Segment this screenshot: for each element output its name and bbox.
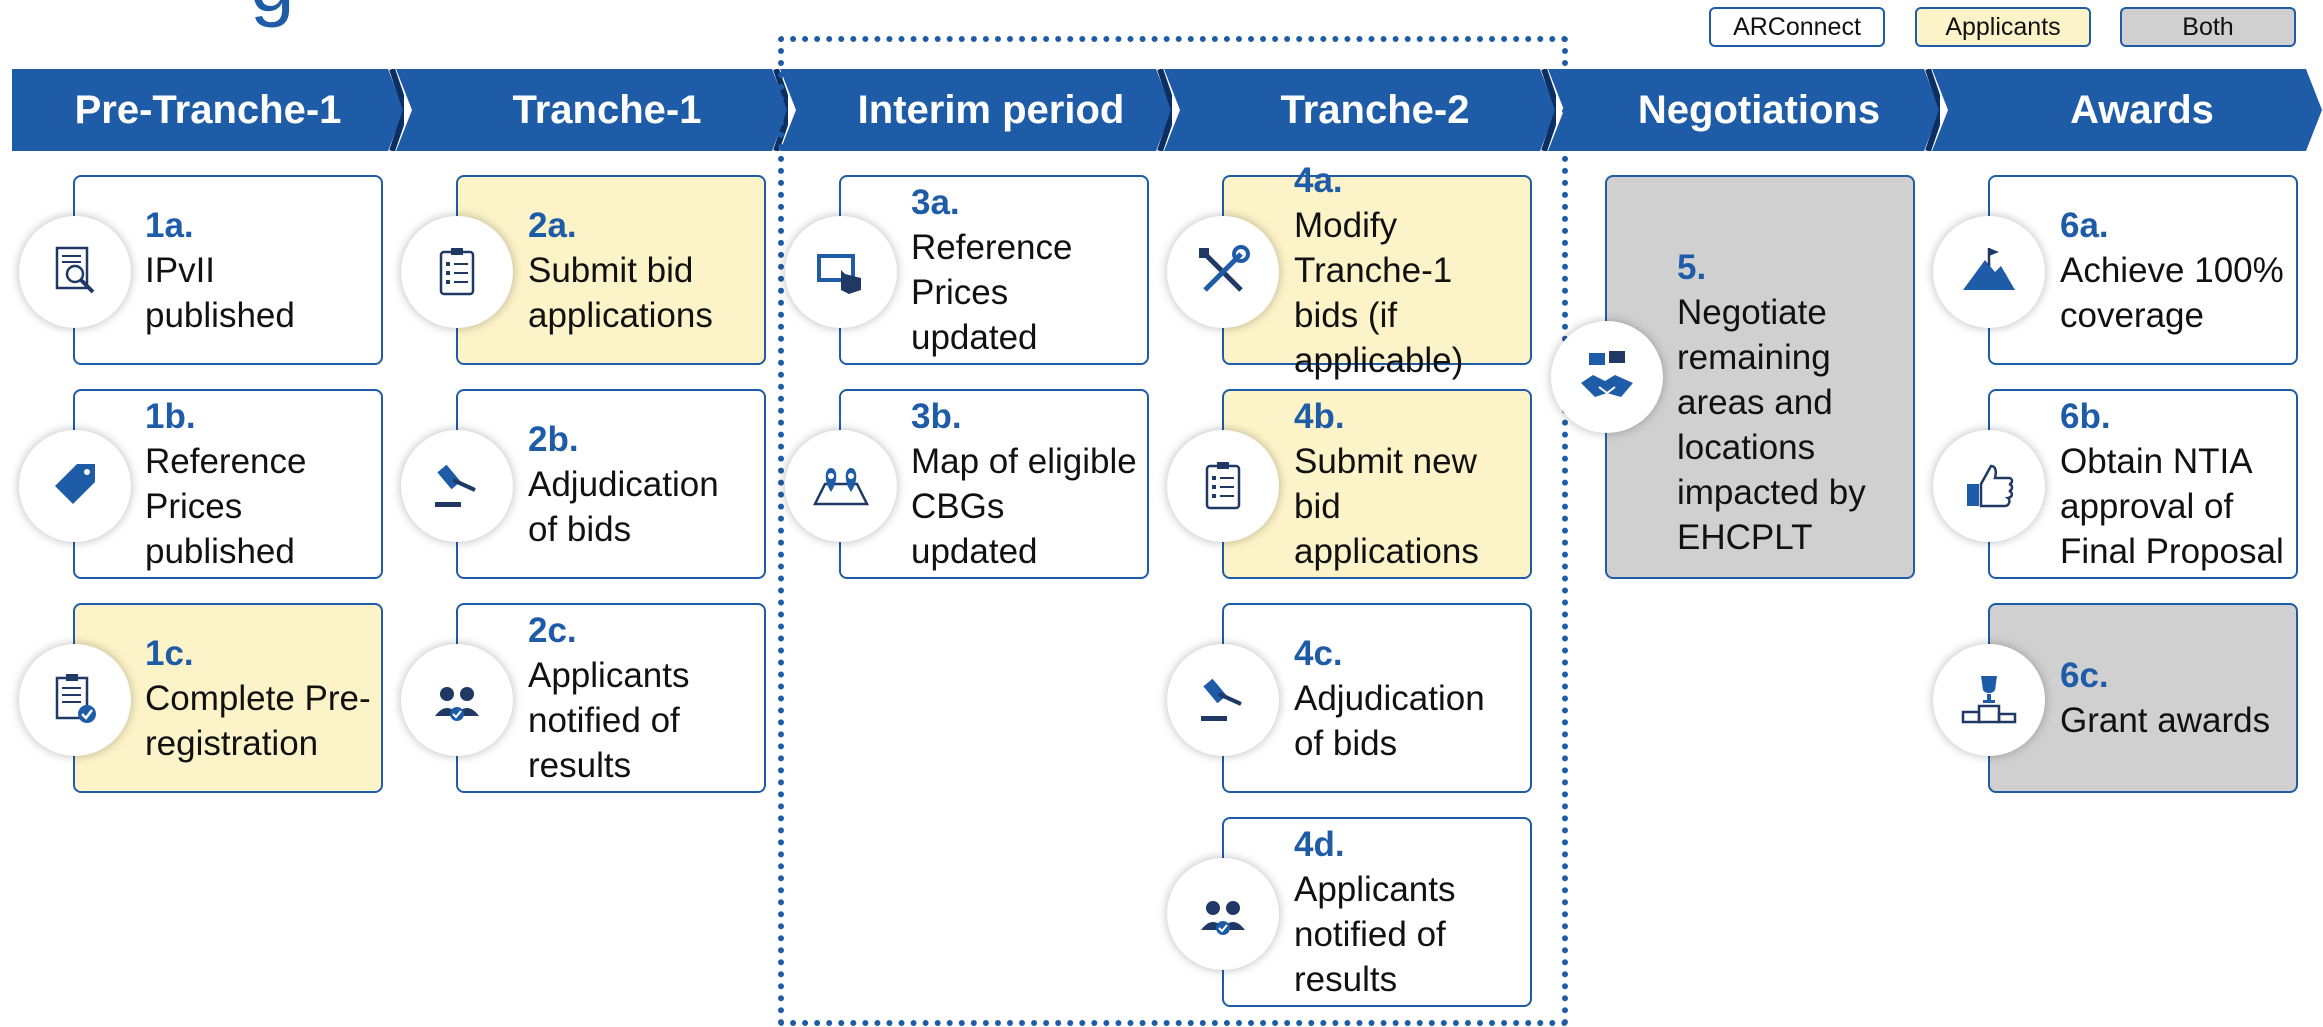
step-number: 6b. [2060,397,2111,436]
gavel-icon [1167,644,1279,756]
thumbs-up-icon [1933,430,2045,542]
step-text: 6b. Obtain NTIA approval of Final Propos… [2060,391,2288,577]
legend-applicants: Applicants [1915,7,2091,47]
step-card-2b: 2b. Adjudication of bids [456,389,766,579]
phase-label: Awards [2070,87,2214,132]
step-description: Applicants notified of results [1294,870,1456,999]
step-number: 1b. [145,397,196,436]
step-text: 4c. Adjudication of bids [1294,605,1522,791]
map-pin-icon [785,430,897,542]
step-card-1a: 1a. IPvII published [73,175,383,365]
podium-trophy-icon [1933,644,2045,756]
chevron-shape [780,69,1172,151]
step-number: 4b. [1294,397,1345,436]
phase-label: Tranche-2 [1280,87,1470,132]
step-text: 4a. Modify Tranche-1 bids (if applicable… [1294,161,1522,380]
step-description: Map of eligible CBGs updated [911,442,1137,571]
phase-negotiations: Negotiations [1548,69,1940,151]
step-card-1c: 1c. Complete Pre-registration [73,603,383,793]
gavel-icon [401,430,513,542]
step-number: 2c. [528,611,577,650]
document-search-icon [19,216,131,328]
step-number: 2b. [528,419,579,459]
step-text: 1b. Reference Prices published [145,391,373,577]
clipboard-list-icon [1167,430,1279,542]
phase-label: Tranche-1 [512,87,702,132]
step-text: 2a. Submit bid applications [528,177,756,363]
step-number: 2a. [528,205,577,245]
step-description: Grant awards [2060,701,2271,740]
step-number: 3b. [911,397,962,436]
step-description: Reference Prices updated [911,228,1073,357]
price-tag-icon [19,430,131,542]
chevron-shape [1932,69,2322,151]
phase-tranche-2: Tranche-2 [1164,69,1556,151]
phase-label: Pre-Tranche-1 [74,87,342,132]
step-description: Submit bid applications [528,250,713,335]
step-number: 4c. [1294,633,1343,673]
chevron-shape [1548,69,1940,151]
step-number: 1a. [145,205,194,245]
step-text: 3a. Reference Prices updated [911,177,1139,363]
step-card-1b: 1b. Reference Prices published [73,389,383,579]
tools-icon [1167,216,1279,328]
legend-arconnect: ARConnect [1709,7,1885,47]
clipboard-list-icon [401,216,513,328]
step-number: 4a. [1294,160,1343,200]
legend-both: Both [2120,7,2296,47]
step-number: 6a. [2060,205,2109,245]
phase-label: Negotiations [1637,87,1881,132]
touch-screen-icon [785,216,897,328]
step-card-2a: 2a. Submit bid applications [456,175,766,365]
mountain-flag-icon [1933,216,2045,328]
chevron-shape [1164,69,1556,151]
chevron-shape [12,69,404,151]
phase-awards: Awards [1932,69,2322,151]
step-description: IPvII published [145,250,295,335]
handshake-icon [1551,321,1663,433]
step-description: Complete Pre-registration [145,678,371,763]
step-number: 5. [1677,248,1707,287]
step-description: Negotiate remaining areas and locations … [1677,293,1866,557]
step-text: 1c. Complete Pre-registration [145,605,373,791]
step-card-2c: 2c. Applicants notified of results [456,603,766,793]
phase-tranche-1: Tranche-1 [396,69,788,151]
step-card-5: 5. Negotiate remaining areas and locatio… [1605,175,1915,579]
step-text: 5. Negotiate remaining areas and locatio… [1677,177,1905,577]
people-check-icon [401,644,513,756]
step-text: 2c. Applicants notified of results [528,605,756,791]
step-description: Obtain NTIA approval of Final Proposal [2060,442,2284,571]
step-description: Achieve 100% coverage [2060,250,2284,335]
step-number: 3a. [911,183,960,222]
people-check-icon [1167,858,1279,970]
step-text: 2b. Adjudication of bids [528,391,756,577]
checklist-check-icon [19,644,131,756]
step-description: Modify Tranche-1 bids (if applicable) [1294,205,1464,380]
step-description: Submit new bid applications [1294,442,1479,571]
step-description: Reference Prices published [145,442,307,571]
step-text: 6a. Achieve 100% coverage [2060,177,2288,363]
page-title-fragment: g [250,0,295,30]
phase-interim-period: Interim period [780,69,1172,151]
step-text: 4d. Applicants notified of results [1294,819,1522,1005]
step-description: Adjudication of bids [1294,678,1485,763]
step-number: 6c. [2060,656,2109,695]
step-text: 6c. Grant awards [2060,605,2288,791]
step-text: 1a. IPvII published [145,177,373,363]
step-number: 1c. [145,633,194,673]
step-description: Adjudication of bids [528,464,719,549]
step-text: 3b. Map of eligible CBGs updated [911,391,1139,577]
phase-label: Interim period [857,87,1125,132]
phase-pre-tranche-1: Pre-Tranche-1 [12,69,404,151]
step-text: 4b. Submit new bid applications [1294,391,1522,577]
step-description: Applicants notified of results [528,656,690,785]
step-number: 4d. [1294,825,1345,864]
